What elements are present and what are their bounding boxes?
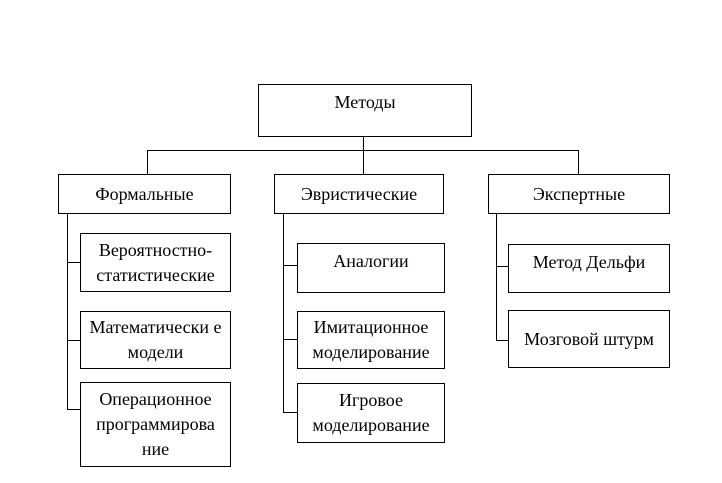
heuristic-item-3-box: Игровое моделирование <box>297 383 445 443</box>
heuristic-item-2-box: Имитационное моделирование <box>297 311 445 369</box>
heuristic-tick-2 <box>283 339 298 340</box>
formal-item-1-box: Вероятностно-статистические <box>80 233 231 292</box>
heuristic-item-2-label: Имитационное моделирование <box>312 317 430 362</box>
formal-tick-2 <box>67 340 80 341</box>
formal-spine <box>67 213 68 410</box>
branch-drop-heuristic <box>363 150 364 174</box>
heuristic-item-1-label: Аналогии <box>333 251 409 271</box>
group-heuristic-label: Эвристические <box>300 183 418 204</box>
formal-item-3-label: Операционное программирова ние <box>96 389 215 459</box>
expert-item-1-label: Метод Дельфи <box>532 252 646 272</box>
formal-item-2-label: Математически е модели <box>89 317 222 362</box>
expert-item-2-box: Мозговой штурм <box>508 310 670 368</box>
group-formal-label: Формальные <box>95 183 194 204</box>
heuristic-spine <box>283 213 284 413</box>
group-formal-box: Формальные <box>58 174 231 214</box>
formal-tick-3 <box>67 409 80 410</box>
heuristic-item-3-label: Игровое моделирование <box>312 390 430 435</box>
expert-item-1-box: Метод Дельфи <box>508 244 670 293</box>
expert-tick-1 <box>496 266 509 267</box>
group-heuristic-box: Эвристические <box>274 174 444 214</box>
expert-item-2-label: Мозговой штурм <box>524 328 654 349</box>
formal-item-1-label: Вероятностно-статистические <box>96 239 215 285</box>
branch-drop-expert <box>578 150 579 174</box>
root-label: Методы <box>334 92 396 112</box>
heuristic-item-1-box: Аналогии <box>297 243 445 293</box>
group-expert-label: Экспертные <box>532 183 626 204</box>
expert-tick-2 <box>496 340 509 341</box>
branch-drop-formal <box>147 150 148 174</box>
root-box: Методы <box>258 84 472 137</box>
root-connector <box>363 137 364 151</box>
formal-item-3-box: Операционное программирова ние <box>80 382 231 467</box>
heuristic-tick-3 <box>283 412 298 413</box>
heuristic-tick-1 <box>283 265 298 266</box>
formal-tick-1 <box>67 262 80 263</box>
formal-item-2-box: Математически е модели <box>80 311 231 369</box>
expert-spine <box>496 213 497 341</box>
group-expert-box: Экспертные <box>488 174 670 214</box>
